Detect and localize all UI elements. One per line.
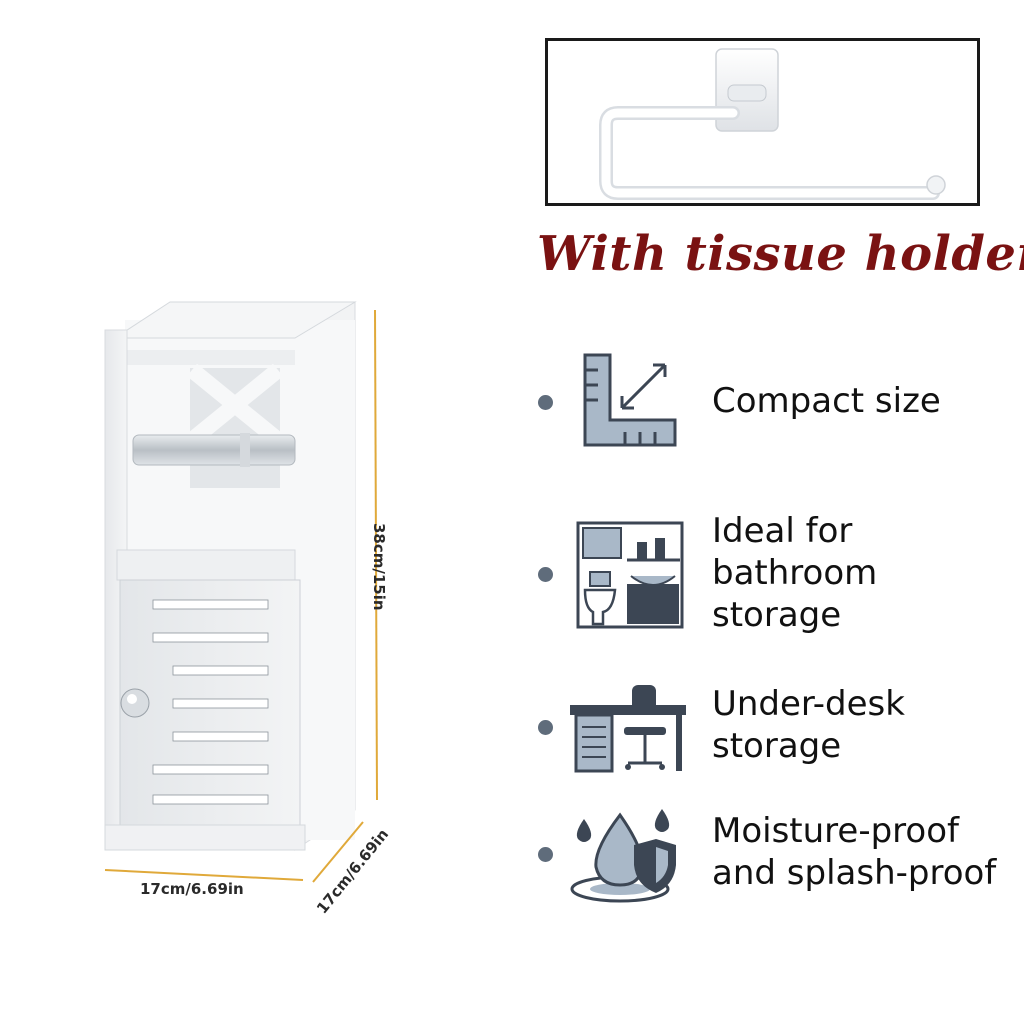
cabinet-svg [104,301,378,883]
bullet-dot [538,395,553,410]
feature-compact-size-label: Compact size [712,381,941,421]
feature-moisture-proof-label: Moisture-proof and splash-proof [712,811,997,893]
feature-under-desk-label: Under-desk storage [712,684,905,766]
bullet-dot [538,720,553,735]
tissue-holder-frame [545,38,980,206]
bullet-dot [538,847,553,862]
feature-compact-size: Compact size [530,350,1010,450]
desk-chair-icon [570,685,686,773]
tissue-holder-illustration [599,48,946,200]
ruler-resize-icon [583,353,677,447]
water-shield-icon [570,809,676,903]
dimension-height-label: 38cm/15in [370,523,388,611]
feature-bathroom-storage: Ideal for bathroom storage [530,510,1010,640]
tissue-holder-caption: With tissue holder [537,226,1024,282]
cabinet-illustration [95,290,415,914]
dimension-width-label: 17cm/6.69in [140,880,244,898]
feature-bathroom-storage-label: Ideal for bathroom storage [712,511,878,635]
bathroom-icon [576,521,684,629]
bullet-dot [538,567,553,582]
feature-moisture-proof: Moisture-proof and splash-proof [530,805,1020,915]
feature-under-desk: Under-desk storage [530,683,1010,783]
